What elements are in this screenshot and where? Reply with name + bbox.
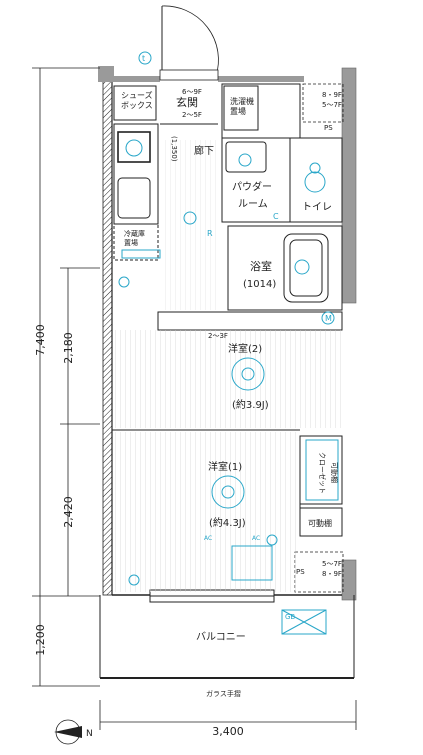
top-left-column — [98, 66, 114, 82]
dim-room2-height: 2,180 — [62, 332, 75, 364]
entrance-door — [159, 5, 219, 81]
label-movable-shelf-a: 可動棚 — [330, 462, 339, 483]
note-ps-bottom: PS — [296, 568, 305, 576]
dimension-lines — [32, 67, 357, 730]
label-laundry: 洗濯機置場 — [230, 96, 254, 116]
symbol-c: C — [273, 212, 279, 221]
symbol-r: R — [207, 229, 213, 238]
note-ac-a: AC — [204, 535, 212, 542]
label-floor-entry-a: 6～9F — [182, 88, 202, 96]
east-column-bottom — [341, 559, 357, 601]
label-western-1-area: (約4.3J) — [209, 516, 246, 529]
floor-hall — [164, 140, 220, 310]
note-floor-2-3: 2～3F — [208, 332, 228, 340]
label-bath: 浴室 — [250, 259, 272, 273]
note-ac-b: AC — [252, 535, 260, 542]
floor-western-2 — [114, 330, 342, 428]
east-column-top — [341, 67, 357, 304]
label-western-2-area: (約3.9J) — [232, 398, 269, 411]
top-wall-left — [112, 76, 160, 82]
symbol-gb: GB — [285, 613, 295, 621]
note-floor-bot-b: 8・9F — [322, 570, 342, 578]
top-wall-right — [218, 76, 304, 82]
label-entrance: 玄関 — [176, 95, 198, 109]
symbol-t: t — [142, 54, 145, 63]
label-powder-a: パウダー — [232, 180, 272, 193]
label-floor-entry-b: 2～5F — [182, 111, 202, 119]
note-ps-top: PS — [324, 124, 333, 132]
north-arrow: N — [54, 719, 93, 745]
west-wall — [102, 79, 113, 596]
label-balcony: バルコニー — [196, 631, 246, 643]
label-closet: クローゼット — [318, 452, 327, 494]
note-floor-bot-a: 5～7F — [322, 560, 342, 568]
label-powder-b: ルーム — [238, 198, 268, 210]
note-floor-top-b: 5～7F — [322, 101, 342, 109]
dim-width: 3,400 — [212, 725, 244, 738]
equipment — [118, 139, 339, 635]
label-hallway: 廊下 — [194, 144, 214, 157]
symbol-t-circle — [138, 51, 152, 65]
label-movable-shelf-b: 可動棚 — [308, 518, 332, 528]
symbol-m: M — [325, 314, 332, 323]
note-floor-top-a: 8・9F — [322, 91, 342, 99]
dim-total-height: 7,400 — [34, 324, 47, 356]
ps-top-box — [302, 83, 344, 123]
floor-western-1 — [114, 432, 298, 592]
label-bath-size: (1014) — [243, 279, 276, 290]
dim-balcony-depth: 1,200 — [34, 624, 47, 656]
north-label: N — [86, 729, 93, 739]
label-glass-rail: ガラス手摺 — [206, 689, 241, 698]
label-western-1: 洋室(1) — [208, 460, 242, 473]
label-shoes-box-line1: シューズボックス — [121, 90, 153, 110]
dim-room1-height: 2,420 — [62, 496, 75, 528]
note-ceiling: (1,350) — [170, 136, 178, 162]
label-western-2: 洋室(2) — [228, 342, 262, 355]
label-toilet: トイレ — [302, 202, 332, 213]
label-fridge: 冷蔵庫置場 — [124, 229, 145, 247]
